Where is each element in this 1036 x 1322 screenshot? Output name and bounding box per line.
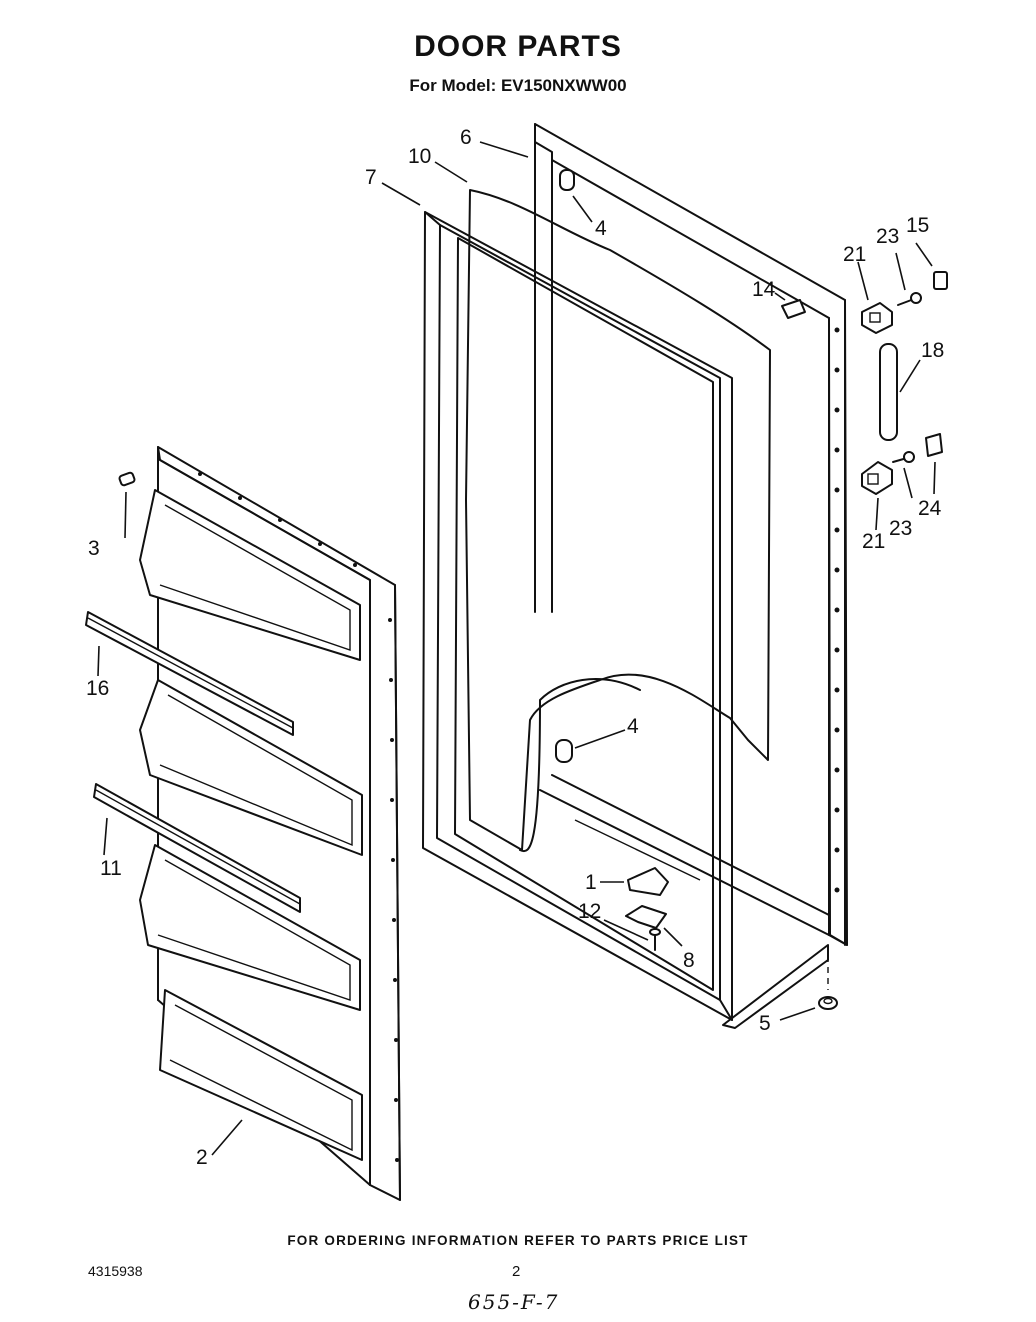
part-4-upper xyxy=(559,169,575,191)
callout-23a: 23 xyxy=(876,225,899,248)
part-1 xyxy=(627,867,669,896)
handle-rod xyxy=(879,343,898,441)
part-24 xyxy=(925,433,943,457)
page-number: 2 xyxy=(512,1263,521,1280)
handle-bracket-upper xyxy=(861,302,893,334)
callout-24: 24 xyxy=(918,497,942,520)
part-4-lower xyxy=(555,739,573,763)
callout-4a: 4 xyxy=(595,217,607,240)
callout-2: 2 xyxy=(196,1146,208,1169)
callout-labels: 6 10 7 4 23 15 21 14 18 23 24 21 3 16 11… xyxy=(86,126,944,1169)
callout-5: 5 xyxy=(759,1012,771,1035)
callout-14: 14 xyxy=(752,278,776,301)
part-15 xyxy=(933,271,948,290)
ordering-note: FOR ORDERING INFORMATION REFER TO PARTS … xyxy=(287,1233,749,1248)
shelf-bar-lower xyxy=(93,783,301,913)
callout-23b: 23 xyxy=(889,517,912,540)
callout-16: 16 xyxy=(86,677,109,700)
screw-23-upper xyxy=(897,292,922,306)
document-number: 4315938 xyxy=(88,1263,143,1279)
callout-18: 18 xyxy=(921,339,944,362)
callout-8: 8 xyxy=(683,949,695,972)
callout-21a: 21 xyxy=(843,243,866,266)
leader-lines xyxy=(97,141,936,1156)
part-14 xyxy=(781,299,806,319)
shelf-bar-upper xyxy=(85,611,294,736)
callout-4b: 4 xyxy=(627,715,639,738)
handwritten-note: 655-F-7 xyxy=(468,1290,560,1314)
callout-3: 3 xyxy=(88,537,100,560)
callout-21b: 21 xyxy=(862,530,885,553)
part-3 xyxy=(118,471,136,487)
callout-12: 12 xyxy=(578,900,601,923)
part-5 xyxy=(818,996,838,1010)
handle-bracket-lower xyxy=(861,461,893,495)
callout-11: 11 xyxy=(100,857,122,880)
model-subtitle: For Model: EV150NXWW00 xyxy=(409,76,627,95)
door-gasket xyxy=(422,211,733,1021)
callout-6: 6 xyxy=(460,126,472,149)
outer-door-panel xyxy=(534,123,848,1029)
screw-12 xyxy=(649,928,661,951)
callout-10: 10 xyxy=(408,145,431,168)
door-liner xyxy=(139,446,401,1201)
part-8 xyxy=(625,905,667,929)
foam-insulation xyxy=(465,189,771,853)
page-title: DOOR PARTS xyxy=(414,30,622,63)
callout-15: 15 xyxy=(906,214,929,237)
screw-23-lower xyxy=(892,451,915,463)
callout-1: 1 xyxy=(585,871,597,894)
callout-7: 7 xyxy=(365,166,377,189)
